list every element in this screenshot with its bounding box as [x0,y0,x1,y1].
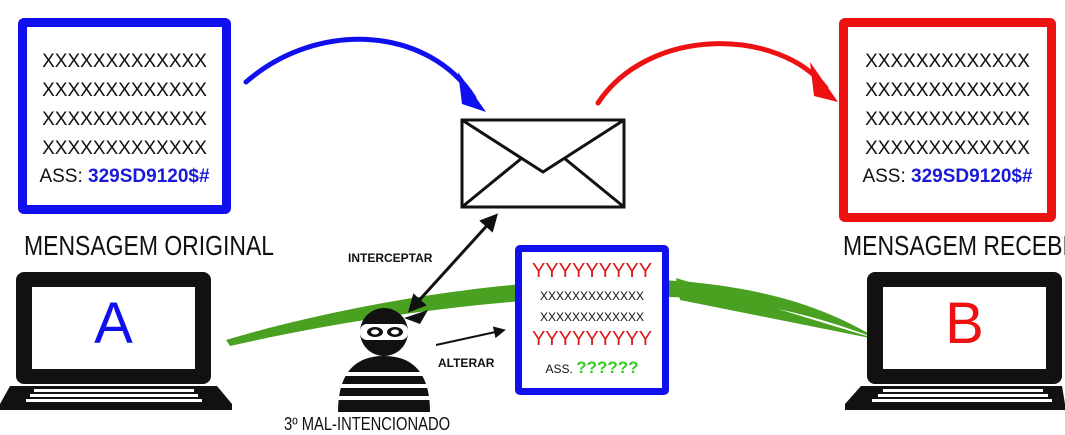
envelope-icon [460,118,626,209]
attacker-caption: 3º MAL-INTENCIONADO [284,414,451,434]
altered-line-y: YYYYYYYYY [531,328,653,350]
received-signature-value: 329SD9120$# [911,166,1033,187]
received-signature: ASS: 329SD9120$# [848,166,1047,188]
altered-line-y: YYYYYYYYY [531,260,653,282]
original-signature-label: ASS: [39,166,83,187]
original-signature-value: 329SD9120$# [88,166,210,187]
computer-b-label: B [945,291,984,356]
received-message-line: XXXXXXXXXXXXX [865,138,1030,159]
received-message-caption: MENSAGEM RECEBIDA [843,230,1065,261]
altered-line-x: XXXXXXXXXXXXX [539,310,645,324]
altered-signature-label: ASS. [545,362,573,376]
alter-label: ALTERAR [438,356,495,370]
received-message-box: XXXXXXXXXXXXX XXXXXXXXXXXXX XXXXXXXXXXXX… [839,18,1056,222]
intercept-label: INTERCEPTAR [348,251,433,265]
send-arrow-head [458,72,486,112]
original-message-line: XXXXXXXXXXXXX [42,51,207,72]
original-message-box: XXXXXXXXXXXXX XXXXXXXXXXXXX XXXXXXXXXXXX… [18,18,231,214]
laptop-a-icon [0,272,232,410]
original-signature: ASS: 329SD9120$# [27,166,222,188]
received-message-line: XXXXXXXXXXXXX [865,80,1030,101]
intercept-arrow [407,213,499,313]
deliver-arrow-head [810,62,838,102]
original-message-line: XXXXXXXXXXXXX [42,109,207,130]
laptop-b-icon [845,272,1065,410]
computer-a-label: A [94,291,133,356]
attacker-icon [336,308,432,412]
original-message-line: XXXXXXXXXXXXX [42,80,207,101]
altered-signature-value: ?????? [576,358,639,377]
received-message-line: XXXXXXXXXXXXX [865,51,1030,72]
deliver-arrow [595,41,829,106]
original-message-line: XXXXXXXXXXXXX [42,138,207,159]
transmission-flow-tail [676,278,880,340]
received-signature-label: ASS: [862,166,906,187]
received-message-line: XXXXXXXXXXXXX [865,109,1030,130]
original-message-caption: MENSAGEM ORIGINAL [24,230,275,261]
altered-line-x: XXXXXXXXXXXXX [539,289,645,303]
altered-message-box: YYYYYYYYY XXXXXXXXXXXXX XXXXXXXXXXXXX YY… [515,245,669,395]
altered-signature: ASS. ?????? [522,358,662,378]
send-arrow [243,36,477,101]
alter-arrow [435,326,506,346]
